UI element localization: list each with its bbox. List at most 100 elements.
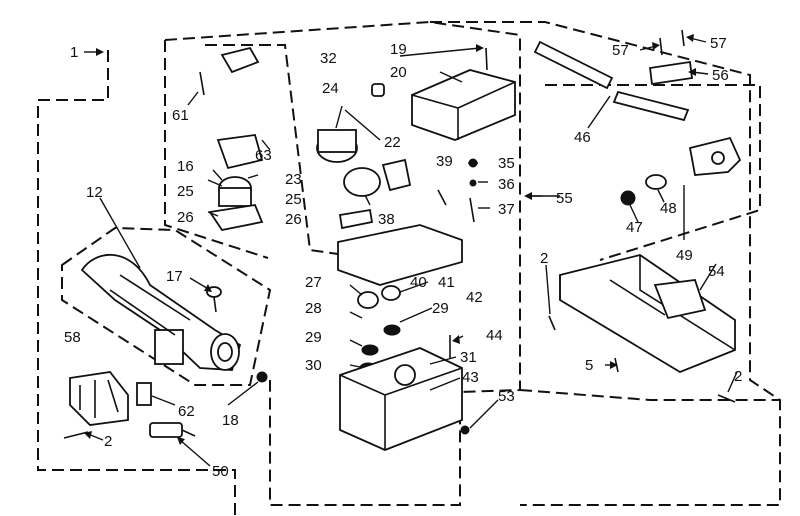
- nut-32: [371, 83, 385, 97]
- screw-2-left: [63, 431, 89, 439]
- ring-42: [383, 324, 401, 336]
- callout-44: 44: [486, 327, 503, 344]
- bracket-56: [648, 60, 694, 86]
- base-pan-54: [559, 254, 736, 374]
- callout-16: 16: [177, 158, 194, 175]
- callout-23: 23: [285, 171, 302, 188]
- callout-57-left: 57: [612, 42, 629, 59]
- callout-61: 61: [172, 107, 189, 124]
- callout-43: 43: [462, 369, 479, 386]
- screws-57: [659, 29, 685, 56]
- callout-29-upper: 29: [432, 300, 449, 317]
- callout-12: 12: [86, 184, 103, 201]
- lower-right-outline: [519, 389, 780, 401]
- screw-2-middle: [548, 315, 556, 331]
- callout-28: 28: [305, 300, 322, 317]
- ring-29: [361, 344, 379, 356]
- callout-56: 56: [712, 67, 729, 84]
- screw-2-right: [717, 394, 736, 403]
- solenoid-subgroup-outline: [205, 44, 381, 261]
- clip-62: [136, 382, 152, 406]
- callout-48: 48: [660, 200, 677, 217]
- callout-32: 32: [320, 50, 337, 67]
- callout-20: 20: [390, 64, 407, 81]
- gasket-25: [338, 208, 374, 230]
- callout-39: 39: [436, 153, 453, 170]
- right-panel-outline: [430, 21, 781, 506]
- fitting-48: [645, 174, 667, 190]
- valve-plate: [337, 224, 463, 286]
- spring-37: [469, 197, 475, 223]
- fitting-47: [620, 190, 636, 206]
- callout-18: 18: [222, 412, 239, 429]
- connector-50: [149, 422, 196, 438]
- callout-53: 53: [498, 388, 515, 405]
- burner-subgroup-outline: [61, 226, 272, 386]
- valve-27: [357, 291, 379, 309]
- bracket-58: [69, 371, 129, 426]
- callout-2-left: 2: [104, 433, 112, 450]
- callouts: 1 12 17 58 62 18 2 50 61 63 16 25 26 23 …: [64, 35, 742, 480]
- screw-39: [437, 189, 447, 206]
- burner-tube-12: [80, 253, 242, 371]
- callout-31: 31: [460, 349, 477, 366]
- callout-2-right: 2: [734, 368, 742, 385]
- callout-57-right: 57: [710, 35, 727, 52]
- callout-42: 42: [466, 289, 483, 306]
- callout-5: 5: [585, 357, 593, 374]
- callout-40: 40: [410, 274, 427, 291]
- callout-55: 55: [556, 190, 573, 207]
- callout-24: 24: [322, 80, 339, 97]
- callout-27: 27: [305, 274, 322, 291]
- callout-35: 35: [498, 155, 515, 172]
- callout-25-mid: 25: [285, 191, 302, 208]
- screw-61: [199, 71, 205, 96]
- callout-37: 37: [498, 201, 515, 218]
- callout-47: 47: [626, 219, 643, 236]
- bracket-63: [216, 134, 264, 170]
- callout-17: 17: [166, 268, 183, 285]
- callout-38: 38: [378, 211, 395, 228]
- callout-49: 49: [676, 247, 693, 264]
- callout-46: 46: [574, 129, 591, 146]
- parts: [63, 29, 742, 451]
- callout-2-mid: 2: [540, 250, 548, 267]
- callout-22: 22: [384, 134, 401, 151]
- callout-62: 62: [178, 403, 195, 420]
- solenoid-top: [220, 46, 260, 74]
- rod-46-lower: [612, 90, 690, 122]
- main-assembly-outline: [164, 20, 521, 506]
- callout-29-lower: 29: [305, 329, 322, 346]
- callout-25-left: 25: [177, 183, 194, 200]
- group-outlines: [37, 20, 781, 515]
- callout-58: 58: [64, 329, 81, 346]
- bracket-outline: [545, 84, 761, 261]
- callout-19: 19: [390, 41, 407, 58]
- coil-16: [208, 176, 264, 232]
- plug-53: [460, 425, 470, 435]
- callout-54: 54: [708, 263, 725, 280]
- pilot-38: [343, 158, 412, 197]
- callout-26-mid: 26: [285, 211, 302, 228]
- cover-20: [411, 69, 516, 141]
- callout-1: 1: [70, 44, 78, 61]
- manifold: [688, 136, 742, 176]
- grommet-18: [256, 371, 268, 383]
- washer-36: [469, 179, 477, 187]
- callout-30: 30: [305, 357, 322, 374]
- valve-body-31: [339, 347, 463, 451]
- callout-41: 41: [438, 274, 455, 291]
- callout-50: 50: [212, 463, 229, 480]
- rod-46-upper: [533, 40, 614, 90]
- valve-subgroup-outline: [164, 40, 269, 259]
- callout-36: 36: [498, 176, 515, 193]
- coil-24: [316, 129, 358, 163]
- outer-housing-outline: [37, 50, 236, 515]
- screw-19: [485, 47, 488, 71]
- callout-63: 63: [255, 147, 272, 164]
- leader-lines: [84, 34, 738, 467]
- callout-26-left: 26: [177, 209, 194, 226]
- valve-40: [381, 285, 401, 301]
